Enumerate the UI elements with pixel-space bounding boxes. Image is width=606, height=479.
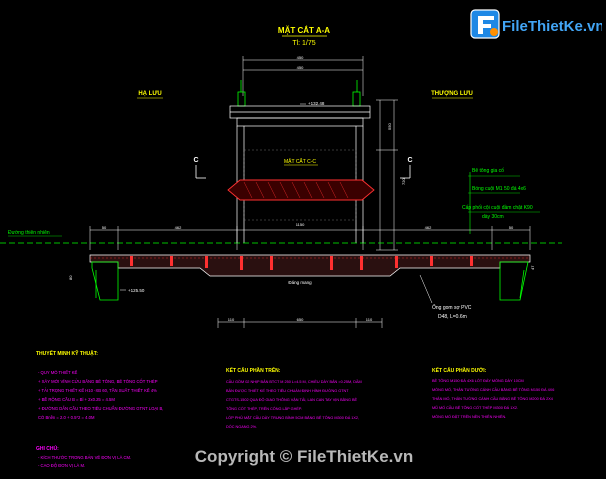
lower-note-5: MÓNG MỐ ĐẶT TRÊN NỀN THIÊN NHIÊN. (432, 414, 506, 419)
dim-side-2: 720 (401, 178, 406, 185)
copyright-watermark: Copyright © FileThietKe.vn (195, 447, 413, 466)
logo-mark: FileThietKe.vn (470, 9, 602, 39)
lower-note-2: MÓNG MỐ, THÂN TƯỜNG CÁNH CẦU BẰNG BÊ TÔN… (432, 387, 554, 392)
drawing-title: MẶT CẮT A-A (278, 26, 330, 35)
top-dimension-lines (242, 56, 364, 96)
upper-note-2: BẢN ĐƯỢC THIẾT KẾ THEO TIÊU CHUẨN ĐỊNH H… (226, 388, 349, 393)
dim-bot-2: 650 (297, 317, 304, 322)
dim-mid-4: 462 (425, 225, 432, 230)
notes-upper: KẾT CẤU PHẦN TRÊN: CẦU GỒM 02 NHỊP BẢN B… (226, 366, 362, 429)
lower-notes-title: KẾT CẤU PHẦN DƯỚI: (432, 366, 487, 374)
dim-side-1: 550 (387, 123, 392, 130)
dim-bot-1: 110 (228, 317, 235, 322)
dim-top-1: 450 (297, 55, 304, 60)
dim-mid-1: 50 (102, 225, 107, 230)
upper-note-4: TÔNG CỐT THÉP, TRÊN CÔNG LẮP GHÉP. (226, 406, 302, 411)
pier-cap-hatched (227, 179, 375, 201)
logo-text: FileThietKe.vn (502, 18, 602, 35)
mid-dimension-line (89, 226, 531, 250)
layer-label-4: dày 30cm (482, 214, 504, 220)
upstream-label: HẠ LƯU (138, 91, 161, 97)
channel-apron (89, 254, 531, 277)
upper-note-3: CTGTS-1502 QUA ĐỘ GIAO THÔNG VẬN TẢI, LA… (226, 397, 357, 402)
drawing-scale: Tl: 1/75 (292, 40, 315, 47)
section-cc-label: MẶT CẮT C-C (284, 157, 316, 165)
brand-logo: FileThietKe.vn (470, 4, 602, 44)
section-marks (195, 165, 411, 179)
dim-mid-5: 50 (509, 225, 514, 230)
upper-note-5: LỚP PHỦ MẶT CẦU DÀY TRUNG BÌNH 5CM BẰNG … (226, 415, 359, 420)
downstream-label: THƯỢNG LƯU (431, 91, 473, 97)
natural-ground-label: Đường thiên nhiên (8, 230, 50, 236)
tech-note-2: + XÂY MỚI VĨNH CỬU BẰNG BÊ TÔNG, BÊ TÔNG… (38, 379, 158, 384)
tech-note-4: + BỀ RỘNG CẦU B = Bl + 2x0.25 = 4.5M (38, 397, 115, 402)
notes-lower: KẾT CẤU PHẦN DƯỚI: BÊ TÔNG M150 ĐÁ 4X6 L… (432, 366, 554, 419)
layer-callouts (468, 172, 540, 234)
elevation-left: +125.50 (128, 288, 145, 293)
pipe-label: Ống gom sợ PVC (432, 304, 472, 311)
right-dimension-column (376, 99, 398, 251)
upper-notes-title: KẾT CẤU PHẦN TRÊN: (226, 366, 281, 374)
lower-note-3: THÂN MỐ, THÂN TƯỜNG CÁNH CẦU BẰNG BÊ TÔN… (432, 396, 553, 401)
upper-note-6: DỐC NGANG 2%. (226, 424, 257, 429)
tech-notes-title: THUYẾT MINH KỸ THUẬT: (36, 350, 98, 357)
bottom-label: Đáng mang (288, 280, 312, 285)
upper-note-1: CẦU GỒM 02 NHỊP BẢN BTCT M 250 L=4.5 M, … (226, 379, 362, 384)
section-mark-right: C (407, 157, 412, 164)
pipe-callout-leader (419, 274, 433, 304)
pipe-size: D48, L=0.6m (438, 314, 467, 320)
tech-note-3: + TẢI TRỌNG THIẾT KẾ H10 -XB 60, TẦN SUẤ… (38, 388, 157, 393)
railings (237, 80, 361, 107)
dim-side-4: 47 (530, 265, 535, 270)
notes-technical: THUYẾT MINH KỸ THUẬT: - QUY MÔ THIẾT KẾ … (36, 350, 163, 468)
tech-note-6: CÓ Bnền = 2.0 + 0.5*2 = 4.0M (38, 415, 95, 420)
dim-mid-2: 462 (175, 225, 182, 230)
dim-bot-3: 110 (366, 317, 373, 322)
elevation-top: +132.48 (308, 101, 325, 106)
lower-note-4: MŨ MỐ CẦU BÊ TÔNG CỐT THÉP M300 ĐÁ 1X2. (432, 405, 518, 410)
layer-label-1: Bê tông gia cố (472, 168, 504, 174)
lower-note-1: BÊ TÔNG M150 ĐÁ 4X6 LÓT ĐÁY MÓNG DÀY 10C… (432, 378, 524, 383)
deck-slab (229, 105, 371, 127)
dim-mid-3: 1150 (296, 222, 305, 227)
ghi-chu-2: - CAO ĐỘ ĐƠN VỊ LÀ M. (38, 463, 85, 468)
ghi-chu-title: GHI CHÚ: (36, 445, 59, 452)
tech-note-1: - QUY MÔ THIẾT KẾ (38, 370, 78, 375)
tech-note-5: + ĐƯỜNG DẪN CẦU THEO TIÊU CHUẨN ĐƯỜNG GT… (38, 406, 163, 411)
dim-top-2: 450 (297, 65, 304, 70)
abutment-walls (91, 261, 529, 301)
layer-label-2: Bóng cuội M1 50 đá 4x6 (472, 186, 526, 192)
ghi-chu-1: - KÍCH THƯỚC TRONG BẢN VẼ ĐƠN VỊ LÀ CM. (38, 455, 131, 460)
dim-side-3: 80 (68, 275, 73, 280)
section-mark-left: C (193, 157, 198, 164)
layer-label-3: Cấp phối cội cuội đầm chặt K90 (462, 205, 533, 211)
bottom-dimension-line (217, 318, 383, 328)
